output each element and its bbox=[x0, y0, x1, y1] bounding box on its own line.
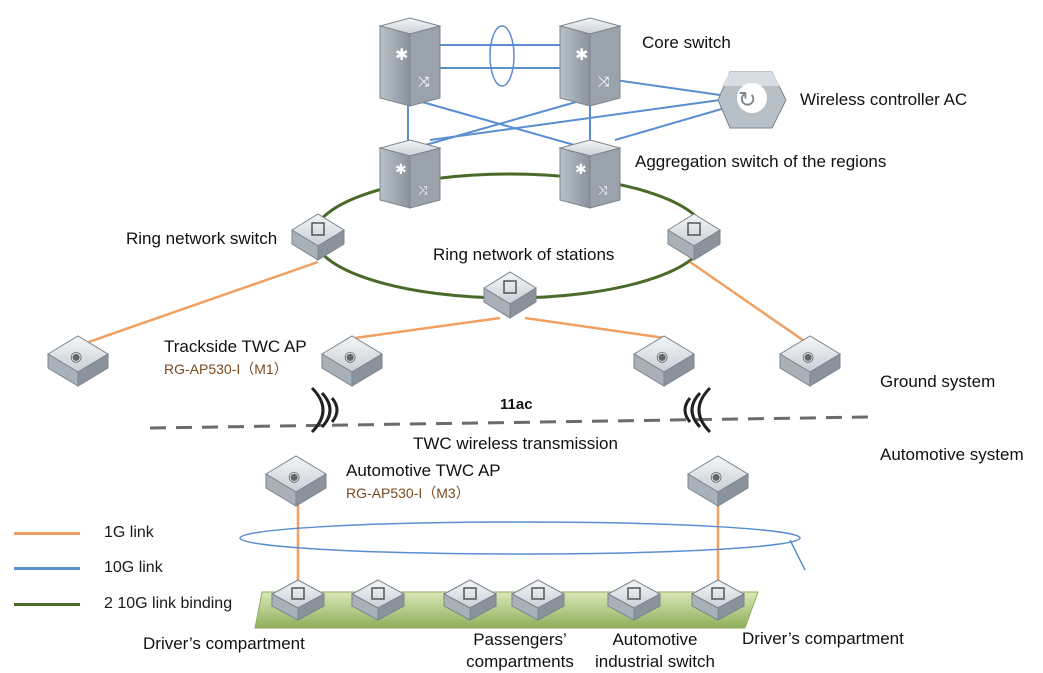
links-1g bbox=[79, 260, 811, 585]
ground-system-label: Ground system bbox=[880, 372, 996, 391]
twc-transmission-label: TWC wireless transmission bbox=[413, 434, 618, 453]
legend-swatch-1g bbox=[14, 531, 80, 535]
legend-label-binding: 2 10G link binding bbox=[104, 595, 233, 612]
trackside-ap-1: ◉ bbox=[47, 335, 109, 387]
trackside-ap-label: Trackside TWC AP bbox=[164, 337, 307, 356]
ring-of-stations-label: Ring network of stations bbox=[433, 245, 615, 264]
legend-label-10g: 10G link bbox=[104, 559, 163, 576]
svg-text:◉: ◉ bbox=[802, 349, 814, 365]
industrial-switch-label-line2: industrial switch bbox=[595, 652, 715, 671]
trackside-ap-3: ◉ bbox=[633, 335, 695, 387]
drivers-compartment-right-label: Driver’s compartment bbox=[742, 629, 904, 648]
svg-text:◉: ◉ bbox=[344, 349, 356, 365]
trackside-ap-4: ◉ bbox=[779, 335, 841, 387]
svg-text:⤨: ⤨ bbox=[418, 74, 430, 90]
svg-text:◉: ◉ bbox=[288, 469, 300, 485]
legend-swatch-binding bbox=[14, 602, 80, 606]
industrial-switch-label-line1: Automotive bbox=[612, 630, 698, 649]
aggregation-switch-right: ✱ ⤨ bbox=[558, 139, 622, 209]
system-divider bbox=[149, 415, 871, 430]
svg-text:✱: ✱ bbox=[395, 45, 408, 64]
passengers-label-line2: compartments bbox=[466, 652, 574, 671]
legend-item-binding: 2 10G link binding bbox=[14, 593, 232, 615]
core-switch-right: ✱ ⤨ bbox=[558, 17, 622, 107]
svg-text:✱: ✱ bbox=[575, 162, 587, 178]
automotive-ap-label: Automotive TWC AP bbox=[346, 461, 501, 480]
svg-text:◉: ◉ bbox=[656, 349, 668, 365]
radio-wave-icon bbox=[310, 386, 712, 434]
legend-item-10g: 10G link bbox=[14, 557, 163, 579]
links-10g bbox=[407, 25, 726, 149]
automotive-ap-model: RG-AP530-I（M3） bbox=[346, 485, 470, 501]
core-switch-label: Core switch bbox=[642, 33, 731, 52]
ring-switch-label: Ring network switch bbox=[126, 229, 278, 248]
ring-switch-bottom bbox=[483, 271, 537, 319]
svg-text:↻: ↻ bbox=[738, 88, 756, 113]
aggregation-switch-label: Aggregation switch of the regions bbox=[635, 152, 887, 171]
svg-text:✱: ✱ bbox=[395, 162, 407, 178]
automotive-ap-right: ◉ bbox=[687, 455, 749, 507]
trackside-ap-2: ◉ bbox=[321, 335, 383, 387]
ring-switch-right bbox=[667, 213, 721, 261]
wireless-controller-icon: ↻ bbox=[717, 71, 787, 129]
svg-text:◉: ◉ bbox=[710, 469, 722, 485]
automotive-system-label: Automotive system bbox=[880, 445, 1024, 464]
train-switches bbox=[270, 579, 746, 621]
automotive-ap-left: ◉ bbox=[265, 455, 327, 507]
svg-text:⤨: ⤨ bbox=[598, 74, 610, 90]
trackside-ap-model: RG-AP530-I（M1） bbox=[164, 361, 288, 377]
legend-label-1g: 1G link bbox=[104, 524, 154, 541]
legend-item-1g: 1G link bbox=[14, 522, 154, 544]
drivers-compartment-left-label: Driver’s compartment bbox=[143, 634, 305, 653]
svg-text:◉: ◉ bbox=[70, 349, 82, 365]
legend-swatch-10g bbox=[14, 566, 80, 570]
svg-text:⤨: ⤨ bbox=[598, 183, 608, 197]
passengers-label-line1: Passengers’ bbox=[473, 630, 567, 649]
aggregation-switch-left: ✱ ⤨ bbox=[378, 139, 442, 209]
svg-text:✱: ✱ bbox=[575, 45, 588, 64]
standard-label: 11ac bbox=[500, 396, 533, 413]
svg-text:⤨: ⤨ bbox=[418, 183, 428, 197]
wireless-controller-label: Wireless controller AC bbox=[800, 90, 968, 109]
core-switch-left: ✱ ⤨ bbox=[378, 17, 442, 107]
ring-switch-left bbox=[291, 213, 345, 261]
